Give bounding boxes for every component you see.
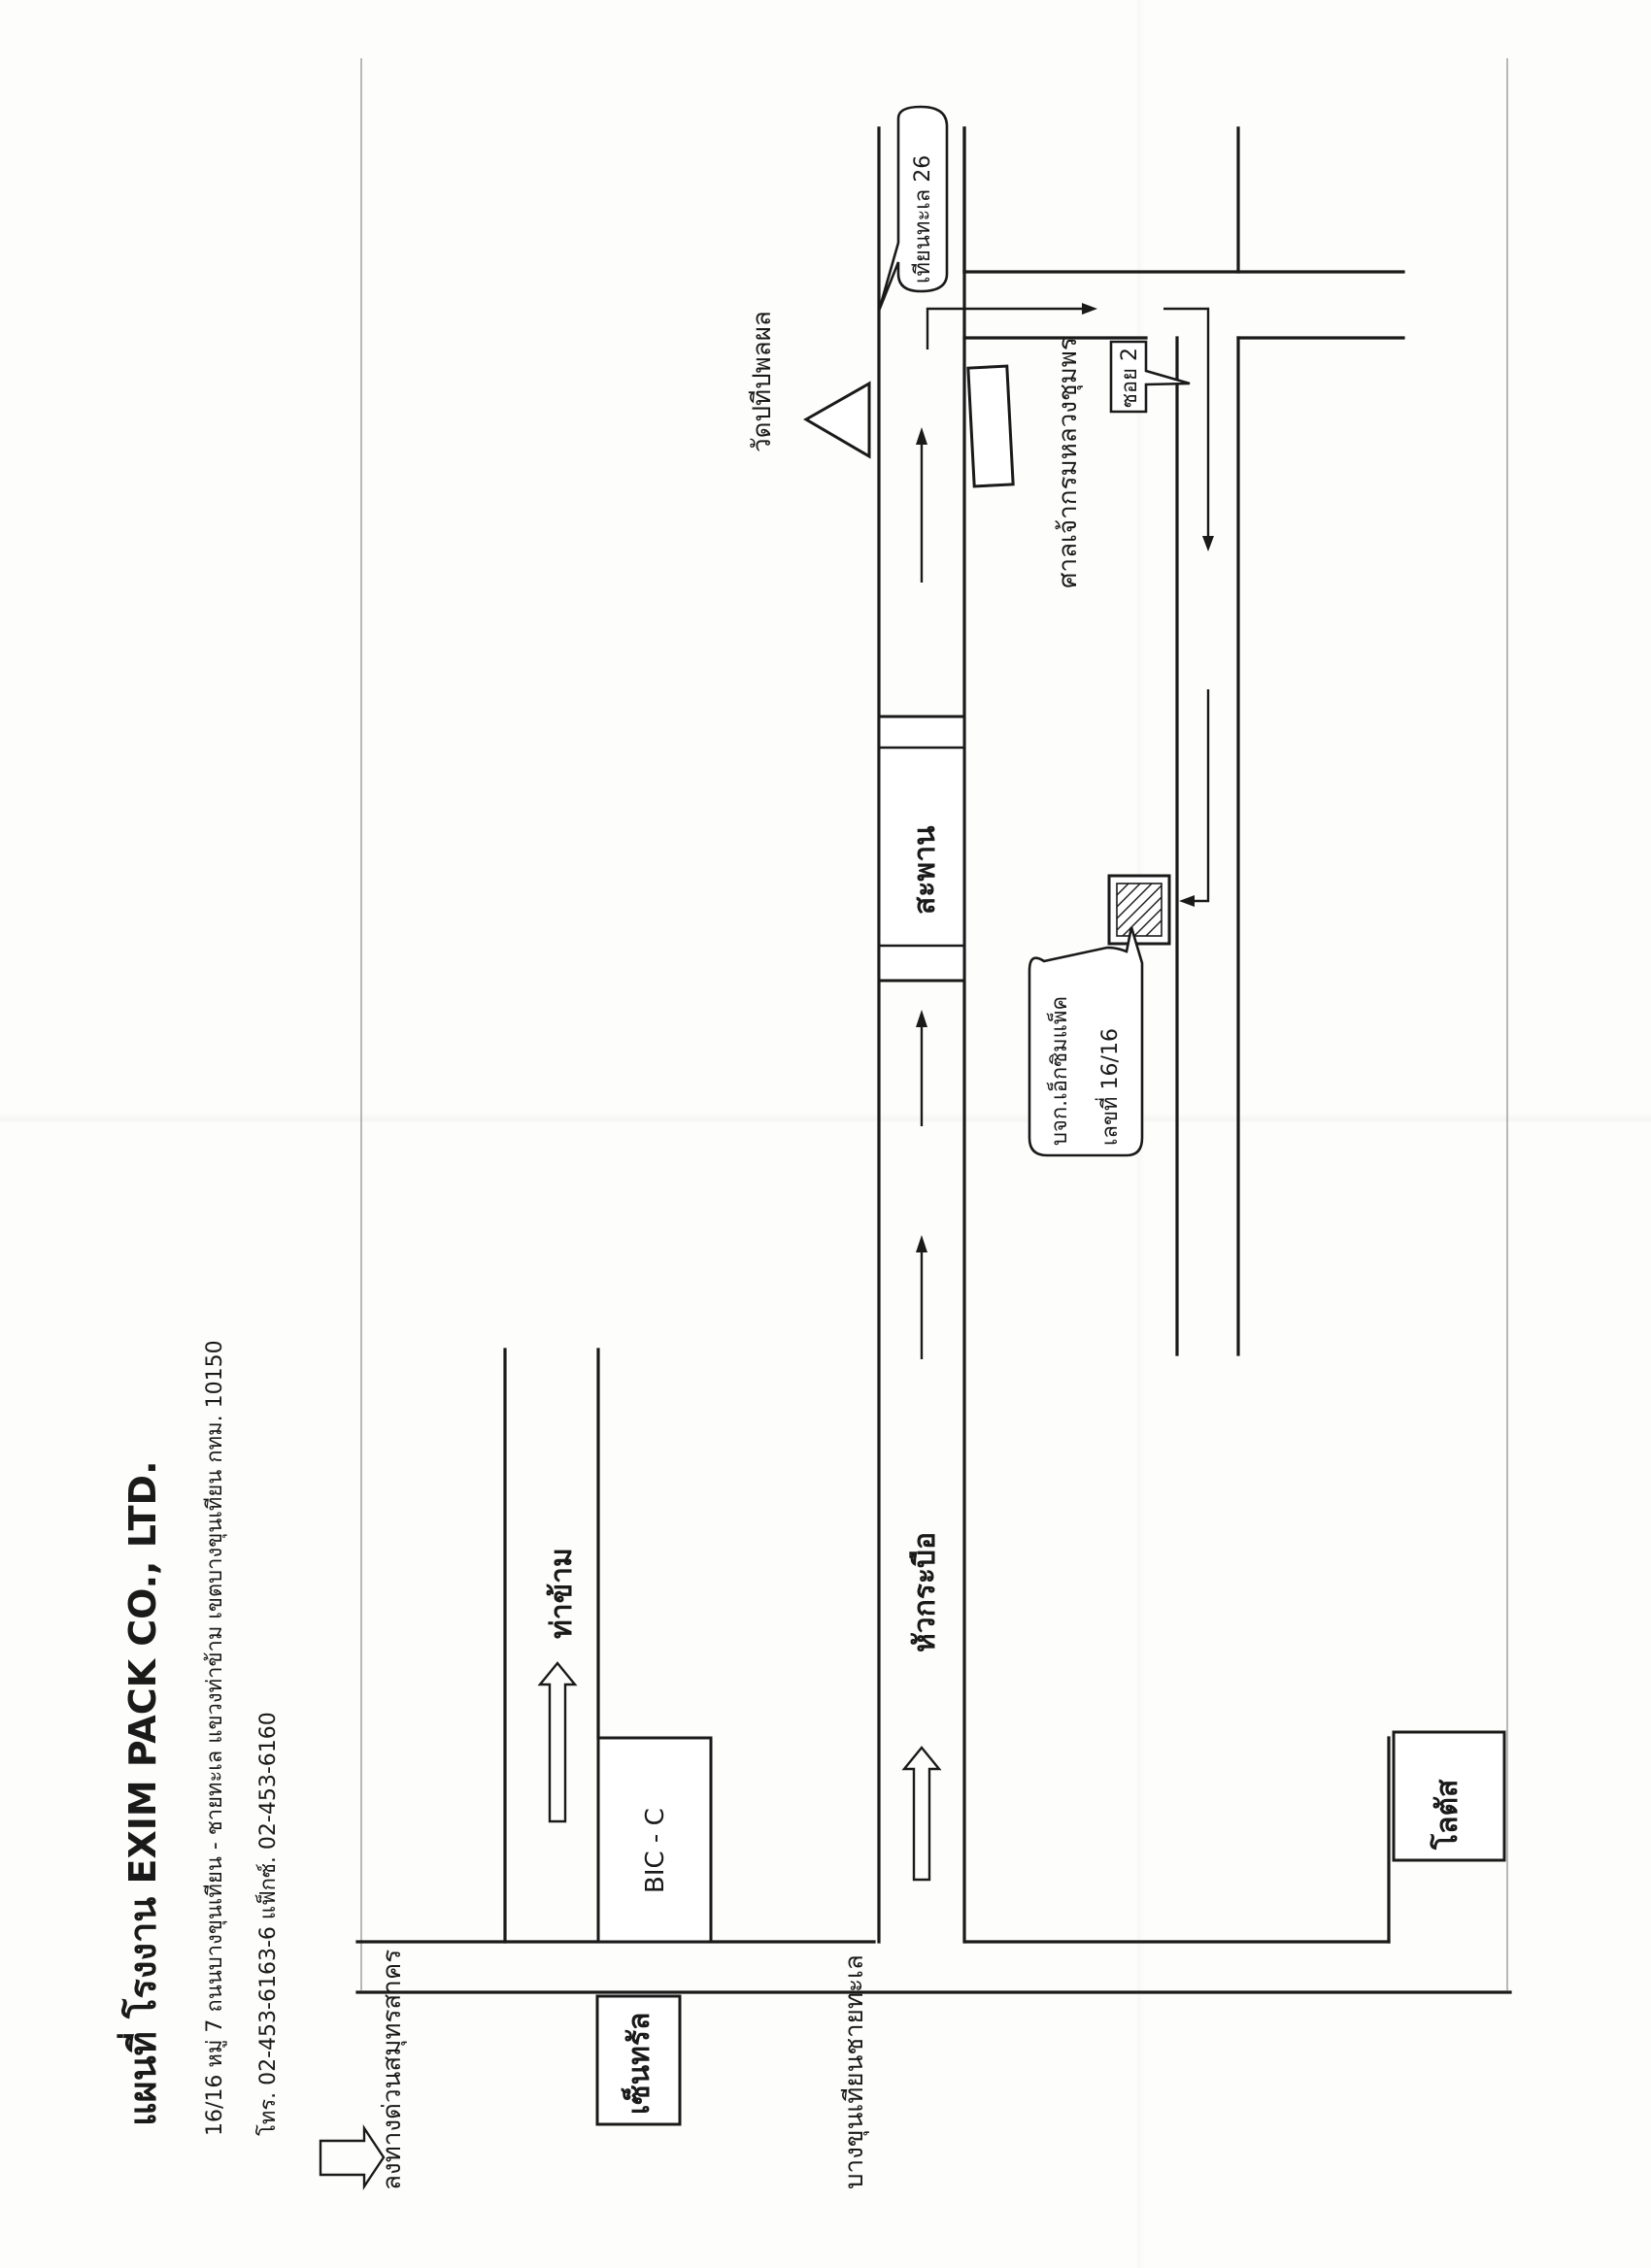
central-label: เซ็นทรัล [621,2013,657,2115]
soi-2-arrow-down [1179,689,1210,907]
lotus-label: โลตัส [1429,1779,1465,1851]
road-labels: ท่าข้าม หัวกระบือ สะพาน วัดปทีปพลผล ศาลเ… [378,311,1083,2190]
turn-arrow-thianthale [926,303,1097,350]
expressway-arrow-icon [319,2124,386,2190]
factory-hatch [1116,883,1162,937]
soi-2-label: ซอย 2 [1118,348,1142,408]
shrine-label: ศาลเจ้ากรมหลวงชุมพร [1054,337,1083,588]
thianthale-callout: เทียนทะเล 26 [877,105,949,312]
main-road-arrow-1 [916,1235,927,1359]
bigc-box [596,1736,713,1944]
lotus-box [1392,1730,1506,1862]
factory-number: เลขที่ 16/16 [1095,1028,1123,1146]
temple-label: วัดปทีปพลผล [748,311,777,452]
temple-icon [802,381,871,459]
tha-kham-label: ท่าข้าม [545,1548,579,1639]
central-box [595,1994,682,2126]
factory-building [1107,874,1171,946]
factory-callout: บจก.เอ็กซิมแพ็ค เลขที่ 16/16 [1028,926,1144,1157]
callouts: เทียนทะเล 26 ซอย 2 บจก.เอ็กซิมแพ็ค เลขที… [877,105,1191,1157]
factory-address: 16/16 หมู่ 7 ถนนบางขุนเทียน - ชายทะเล แข… [203,1340,227,2136]
factory-bubble [1028,926,1144,1157]
header: แผนที่ โรงงาน EXIM PACK CO., LTD. 16/16 … [117,1340,281,2136]
direction-arrows [319,303,1214,2190]
expressway-label: ลงทางด่วนสมุทรสาคร [378,1950,407,2190]
soi-2-callout: ซอย 2 [1109,340,1191,414]
hua-krabue-label: หัวกระบือ [908,1532,942,1652]
soi-2-bubble [1109,340,1191,414]
thianthale-bubble [877,105,949,312]
bangkhunthian-label: บางขุนเทียนชายทะเล [840,1954,869,2189]
bigc-label: BIC - C [641,1808,670,1893]
tha-kham-arrow-icon [537,1661,578,1823]
map-title: แผนที่ โรงงาน EXIM PACK CO., LTD. [117,1460,164,2126]
bridge-label: สะพาน [908,825,942,915]
main-road-arrow-2 [916,1010,927,1126]
thianthale-label: เทียนทะเล 26 [911,155,935,284]
bridge-box [877,715,966,983]
factory-label: บจก.เอ็กซิมแพ็ค [1045,996,1072,1146]
road-network [355,58,1512,1994]
turn-arrow-soi-2 [1163,307,1214,551]
factory-phone: โทร. 02-453-6163-6 แฟ็กซ์. 02-453-6160 [253,1712,281,2136]
main-road-arrow-icon [901,1746,942,1882]
landmark-boxes: เซ็นทรัล BIC - C โลตัส [595,364,1506,2126]
factory-inner [1116,883,1162,937]
main-road-arrow-3 [916,427,927,583]
shrine-building [966,364,1015,488]
